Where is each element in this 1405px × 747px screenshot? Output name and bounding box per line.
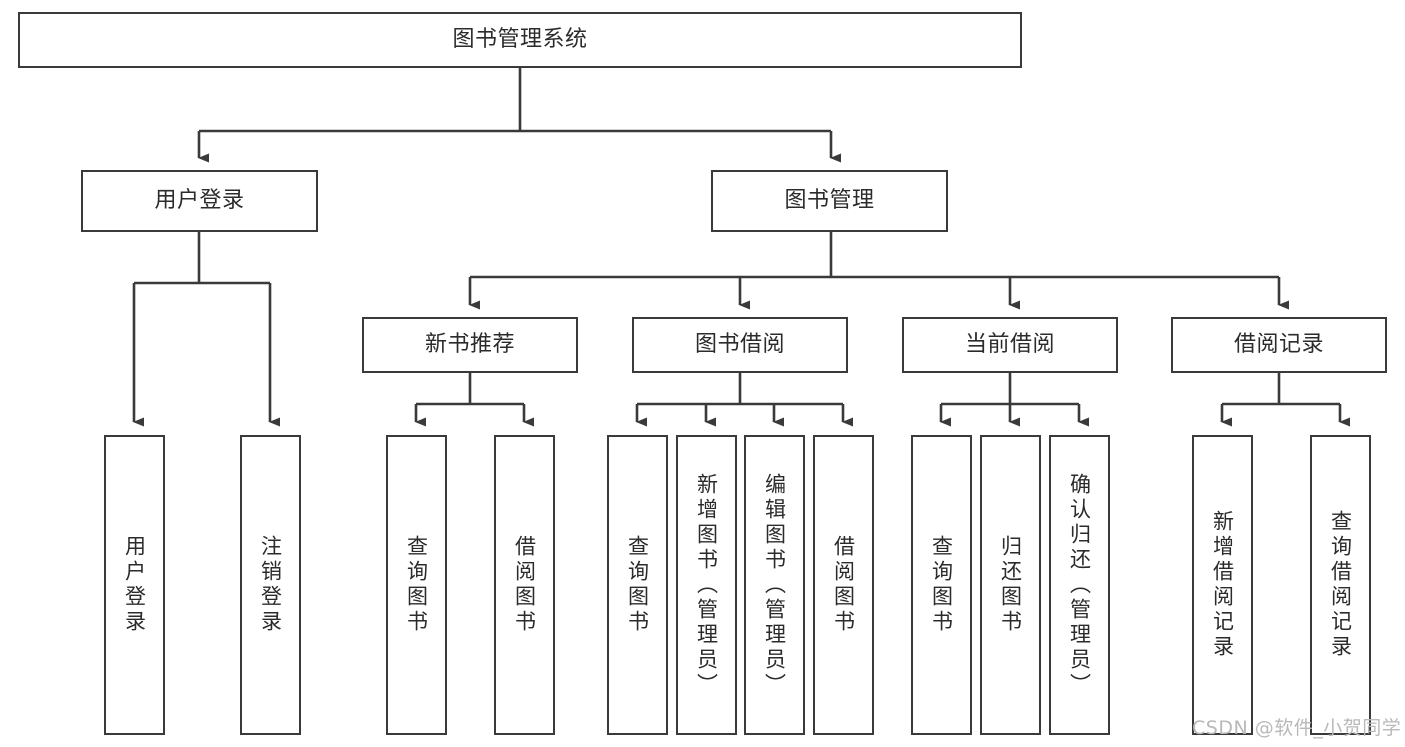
leaf-current-borrow-confirm[interactable]: 确认归还（管理员） — [1049, 435, 1110, 735]
leaf-user-login-login-label: 用户登录 — [122, 535, 147, 635]
leaf-current-borrow-return-label: 归还图书 — [998, 535, 1023, 635]
leaf-user-login-logout[interactable]: 注销登录 — [240, 435, 301, 735]
node-root-label: 图书管理系统 — [452, 26, 588, 52]
leaf-new-book-borrow-label: 借阅图书 — [512, 535, 537, 635]
leaf-book-borrow-query-label: 查询图书 — [625, 535, 650, 635]
leaf-book-borrow-edit[interactable]: 编辑图书（管理员） — [744, 435, 805, 735]
node-book-management-label: 图书管理 — [784, 187, 875, 213]
csdn-watermark: CSDN @软件_小贺同学 — [1192, 717, 1402, 739]
leaf-current-borrow-query-label: 查询图书 — [929, 535, 954, 635]
leaf-borrow-record-query-label: 查询借阅记录 — [1328, 510, 1353, 660]
node-user-login-label: 用户登录 — [154, 187, 245, 213]
leaf-user-login-logout-label: 注销登录 — [258, 535, 283, 635]
leaf-book-borrow-borrow-label: 借阅图书 — [831, 535, 856, 635]
leaf-new-book-query-label: 查询图书 — [404, 535, 429, 635]
node-borrow-record[interactable]: 借阅记录 — [1171, 317, 1387, 373]
leaf-current-borrow-confirm-label: 确认归还（管理员） — [1067, 472, 1092, 698]
node-book-borrow-label: 图书借阅 — [694, 331, 785, 357]
leaf-book-borrow-edit-label: 编辑图书（管理员） — [762, 472, 787, 698]
node-book-borrow[interactable]: 图书借阅 — [632, 317, 848, 373]
leaf-borrow-record-add-label: 新增借阅记录 — [1210, 510, 1235, 660]
leaf-user-login-login[interactable]: 用户登录 — [104, 435, 165, 735]
node-user-login[interactable]: 用户登录 — [81, 170, 318, 232]
leaf-borrow-record-add[interactable]: 新增借阅记录 — [1192, 435, 1253, 735]
leaf-new-book-borrow[interactable]: 借阅图书 — [494, 435, 555, 735]
leaf-new-book-query[interactable]: 查询图书 — [386, 435, 447, 735]
leaf-current-borrow-query[interactable]: 查询图书 — [911, 435, 972, 735]
leaf-book-borrow-query[interactable]: 查询图书 — [607, 435, 668, 735]
leaf-book-borrow-add-label: 新增图书（管理员） — [694, 472, 719, 698]
node-root[interactable]: 图书管理系统 — [18, 12, 1022, 68]
node-current-borrow-label: 当前借阅 — [964, 331, 1055, 357]
leaf-current-borrow-return[interactable]: 归还图书 — [980, 435, 1041, 735]
node-new-book-recommend-label: 新书推荐 — [424, 331, 515, 357]
leaf-book-borrow-add[interactable]: 新增图书（管理员） — [676, 435, 737, 735]
leaf-borrow-record-query[interactable]: 查询借阅记录 — [1310, 435, 1371, 735]
node-borrow-record-label: 借阅记录 — [1233, 331, 1324, 357]
leaf-book-borrow-borrow[interactable]: 借阅图书 — [813, 435, 874, 735]
node-new-book-recommend[interactable]: 新书推荐 — [362, 317, 578, 373]
node-current-borrow[interactable]: 当前借阅 — [902, 317, 1118, 373]
node-book-management[interactable]: 图书管理 — [711, 170, 948, 232]
